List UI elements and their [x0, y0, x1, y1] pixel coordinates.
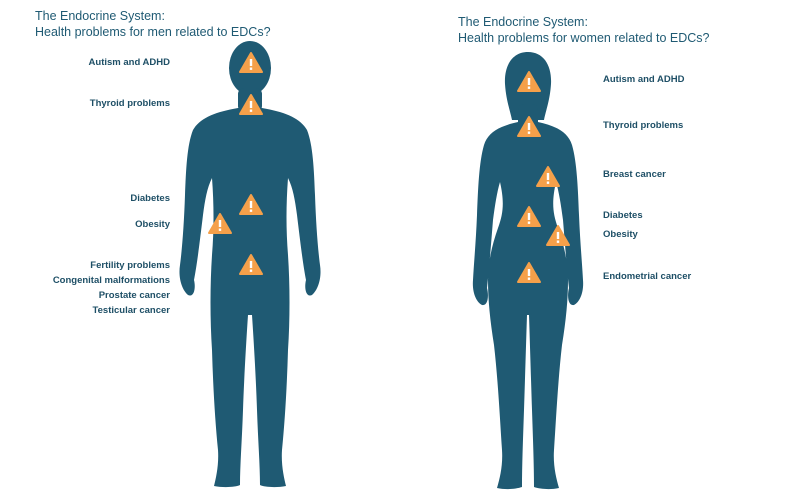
- women-title-line2: Health problems for women related to EDC…: [458, 31, 710, 45]
- women-label-diabetes: Diabetes: [603, 210, 643, 221]
- men-label-thyroid: Thyroid problems: [89, 98, 170, 109]
- women-label-endometrial: Endometrial cancer: [603, 271, 692, 282]
- men-label-obesity: Obesity: [135, 219, 170, 230]
- women-title-line1: The Endocrine System:: [458, 15, 588, 29]
- men-label-fertility: Fertility problems: [90, 260, 170, 271]
- men-title-line2: Health problems for men related to EDCs?: [35, 25, 271, 39]
- men-label-prostate: Prostate cancer: [98, 290, 170, 301]
- women-title: The Endocrine System: Health problems fo…: [458, 14, 710, 46]
- men-label-autism: Autism and ADHD: [88, 57, 170, 68]
- women-label-obesity: Obesity: [603, 229, 638, 240]
- men-title: The Endocrine System: Health problems fo…: [35, 8, 271, 40]
- men-label-congenital: Congenital malformations: [52, 275, 170, 286]
- women-label-thyroid: Thyroid problems: [603, 120, 684, 131]
- women-label-autism: Autism and ADHD: [603, 74, 685, 85]
- women-label-breast: Breast cancer: [603, 169, 666, 180]
- men-label-testicular: Testicular cancer: [92, 305, 170, 316]
- men-label-diabetes: Diabetes: [130, 193, 170, 204]
- men-title-line1: The Endocrine System:: [35, 9, 165, 23]
